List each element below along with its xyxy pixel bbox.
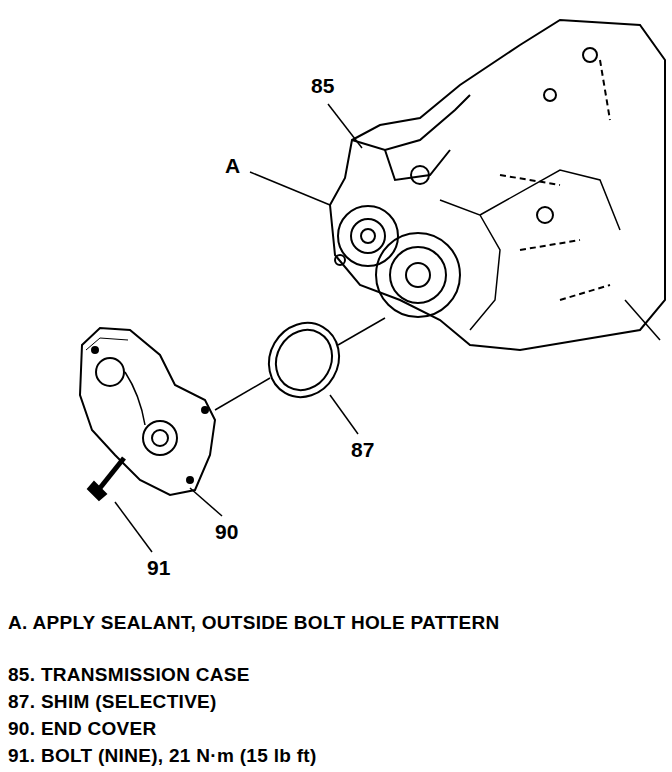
callout-number: 90 <box>214 520 239 543</box>
part-name: 85. TRANSMISSION CASE <box>8 665 250 686</box>
callout-number: 91 <box>146 556 171 579</box>
callout-letter: A <box>224 154 241 177</box>
part-name: 87. SHIM (SELECTIVE) <box>8 692 217 713</box>
bolt <box>88 458 124 500</box>
shim-ring <box>256 310 353 410</box>
callout-number: 85 <box>310 74 335 97</box>
end-cover <box>80 328 215 495</box>
transmission-case <box>330 20 665 350</box>
legend-note: A. APPLY SEALANT, OUTSIDE BOLT HOLE PATT… <box>8 613 499 634</box>
part-name: 90. END COVER <box>8 719 157 740</box>
part-name: 91. BOLT (NINE), 21 N·m (15 lb ft) <box>8 746 317 767</box>
callout-number: 87 <box>350 438 375 461</box>
